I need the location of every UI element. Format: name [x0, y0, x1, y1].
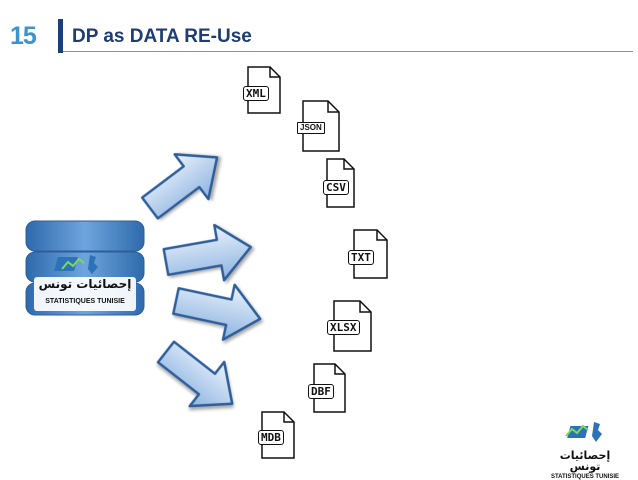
format-label-json: JSON [297, 122, 325, 134]
title-divider [58, 19, 63, 53]
format-label-xlsx: XLSX [327, 320, 360, 335]
arrow-right-icon [156, 340, 234, 408]
arrow-right-icon [162, 223, 252, 282]
doc-mdb: MDB [258, 411, 295, 459]
corner-logo-latin: STATISTIQUES TUNISIE [550, 474, 620, 480]
database-logo-arabic: إحصائيات تونس [38, 277, 132, 291]
format-label-csv: CSV [323, 180, 349, 195]
doc-json: JSON [297, 100, 340, 152]
arrow-right-icon [140, 153, 219, 220]
database-source: إحصائيات تونس STATISTIQUES TUNISIE [24, 219, 146, 319]
format-label-xml: XML [243, 86, 269, 101]
title-underline [63, 51, 633, 52]
slide-number: 15 [10, 22, 37, 50]
database-icon [25, 220, 145, 316]
doc-csv: CSV [323, 158, 355, 208]
doc-xlsx: XLSX [327, 300, 372, 352]
doc-txt: TXT [348, 229, 388, 279]
corner-logo: إحصائيات تونس STATISTIQUES TUNISIE [546, 420, 624, 480]
doc-xml: XML [243, 66, 281, 114]
database-logo-latin: STATISTIQUES TUNISIE [45, 298, 125, 305]
format-label-dbf: DBF [308, 384, 334, 399]
corner-logo-arabic: إحصائيات تونس [559, 449, 611, 473]
arrow-right-icon [172, 283, 262, 341]
format-label-txt: TXT [348, 250, 374, 265]
doc-dbf: DBF [308, 363, 346, 413]
chart-map-icon [54, 255, 98, 274]
chart-map-icon [565, 422, 602, 442]
slide-title: DP as DATA RE-Use [72, 26, 252, 47]
format-label-mdb: MDB [258, 430, 284, 445]
